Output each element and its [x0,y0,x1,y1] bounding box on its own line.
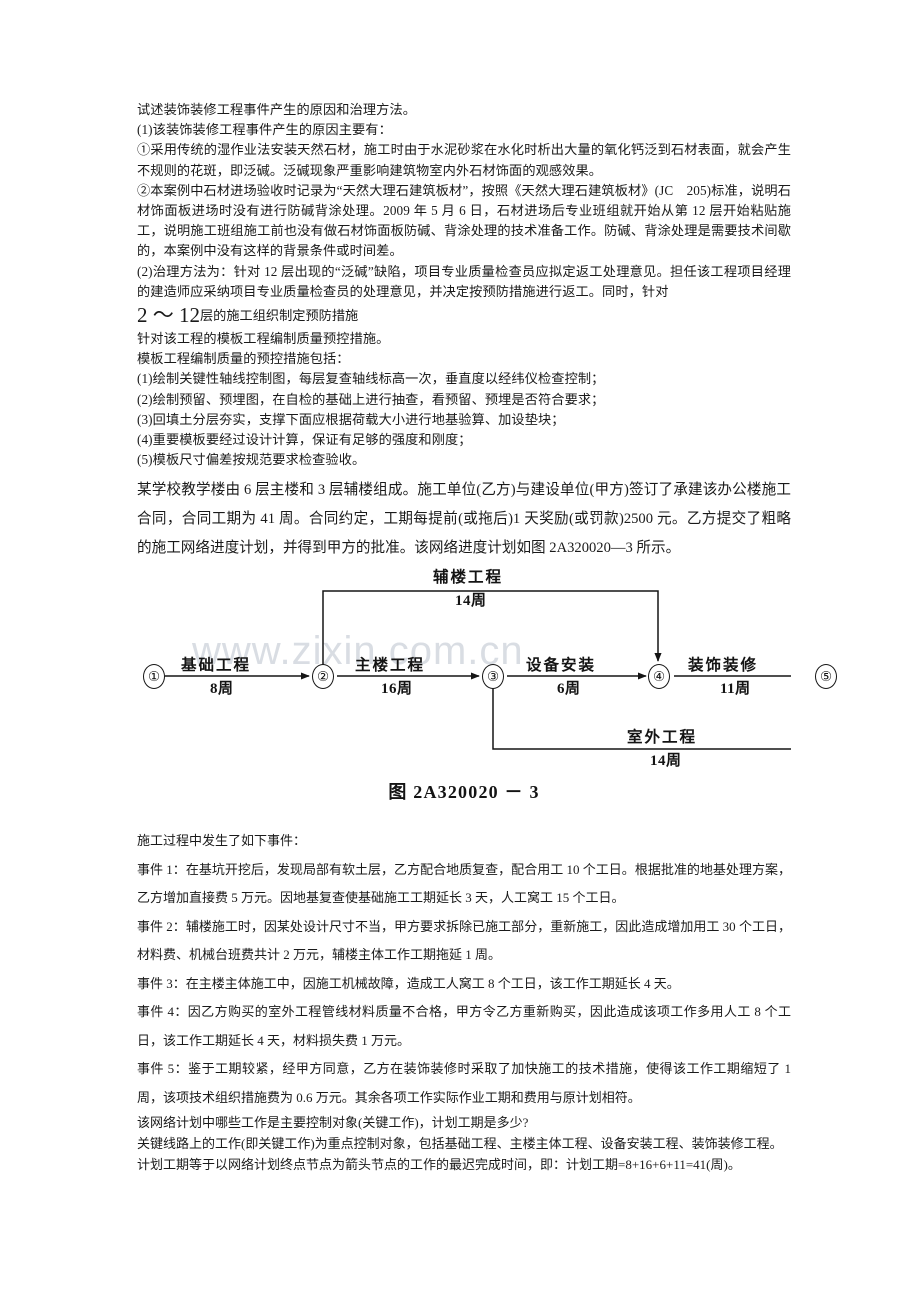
network-node-4: ④ [648,664,670,690]
network-diagram-lines [165,590,791,751]
activity-label-decoration: 装饰装修 [688,657,759,675]
activity-label-main-building: 主楼工程 [355,657,426,675]
question-text: 该网络计划中哪些工作是主要控制对象(关键工作)，计划工期是多少? [137,1115,529,1131]
event-item-3: 事件 3：在主楼主体施工中，因施工机械故障，造成工人窝工 8 个工日，该工作工期… [137,975,680,991]
paragraph-case-description: 某学校教学楼由 6 层主楼和 3 层辅楼组成。施工单位(乙方)与建设单位(甲方)… [137,482,791,557]
paragraph-intro: 试述装饰装修工程事件产生的原因和治理方法。 [137,102,417,117]
activity-duration-annex: 14周 [455,593,487,610]
event-item-4: 事件 4：因乙方购买的室外工程管线材料质量不合格，甲方令乙方重新购买，因此造成该… [137,1004,791,1048]
network-node-2: ② [312,664,334,690]
paragraph-causes-heading: (1)该装饰装修工程事件产生的原因主要有： [137,122,392,138]
activity-duration-main-building: 16周 [381,681,413,698]
event-item-5: 事件 5：鉴于工期较紧，经甲方同意，乙方在装饰装修时采取了加快施工的技术措施，使… [137,1061,791,1105]
paragraph-formwork-5: (5)模板尺寸偏差按规范要求检查验收。 [137,452,366,468]
floor-range-value: 2 ～ 12 [137,303,200,328]
paragraph-cause-1: ①采用传统的湿作业法安装天然石材，施工时由于水泥砂浆在水化时析出大量的氧化钙泛到… [137,142,791,178]
answer-text: 关键线路上的工作(即关键工作)为重点控制对象，包括基础工程、主楼主体工程、设备安… [137,1136,783,1173]
activity-label-equipment: 设备安装 [526,657,597,675]
paragraph-formwork-2: (2)绘制预留、预埋图，在自检的基础上进行抽查，看预留、预埋是否符合要求； [137,391,605,407]
paragraph-formwork-3: (3)回填土分层夯实，支撑下面应根据荷载大小进行地基验算、加设垫块； [137,411,565,427]
activity-label-outdoor: 室外工程 [627,729,698,747]
event-item-1: 事件 1：在基坑开挖后，发现局部有软土层，乙方配合地质复查，配合用工 10 个工… [137,861,791,906]
activity-duration-outdoor: 14周 [650,753,682,770]
paragraph-formwork-1: (1)绘制关键性轴线控制图，每层复查轴线标高一次，垂直度以经纬仪检查控制； [137,371,605,387]
document-content: 试述装饰装修工程事件产生的原因和治理方法。 (1)该装饰装修工程事件产生的原因主… [137,100,837,1175]
network-node-1: ① [143,664,165,690]
spacer [137,813,791,827]
paragraph-cause-2: ②本案例中石材进场验收时记录为“天然大理石建筑板材”，按照《天然大理石建筑板材》… [137,182,791,259]
activity-duration-equipment: 6周 [557,681,581,698]
paragraph-formwork-intro: 针对该工程的模板工程编制质量预控措施。 [137,331,390,347]
events-heading: 施工过程中发生了如下事件： [137,833,307,849]
activity-duration-decoration: 11周 [720,681,751,698]
watermark-text: www.zixin.com.cn [192,629,524,674]
paragraph-treatment: (2)治理方法为：针对 12 层出现的“泛碱”缺陷，项目专业质量检查员应拟定返工… [137,263,791,299]
figure-caption: 图 2A320020 － 3 [388,782,540,803]
paragraph-floor-range: 2 ～ 12层的施工组织制定预防措施 [137,302,791,329]
floor-range-text: 层的施工组织制定预防措施 [200,308,359,324]
paragraph-formwork-heading: 模板工程编制质量的预控措施包括： [137,351,350,367]
activity-label-foundation: 基础工程 [181,657,252,675]
network-diagram: www.zixin.com.cn [137,569,837,813]
paragraph-formwork-4: (4)重要模板要经过设计计算，保证有足够的强度和刚度； [137,432,472,448]
activity-label-annex: 辅楼工程 [433,569,504,587]
activity-duration-foundation: 8周 [210,681,234,698]
network-node-5: ⑤ [815,664,837,690]
event-item-2: 事件 2：辅楼施工时，因某处设计尺寸不当，甲方要求拆除已施工部分，重新施工，因此… [137,918,791,963]
network-node-3: ③ [482,664,504,690]
